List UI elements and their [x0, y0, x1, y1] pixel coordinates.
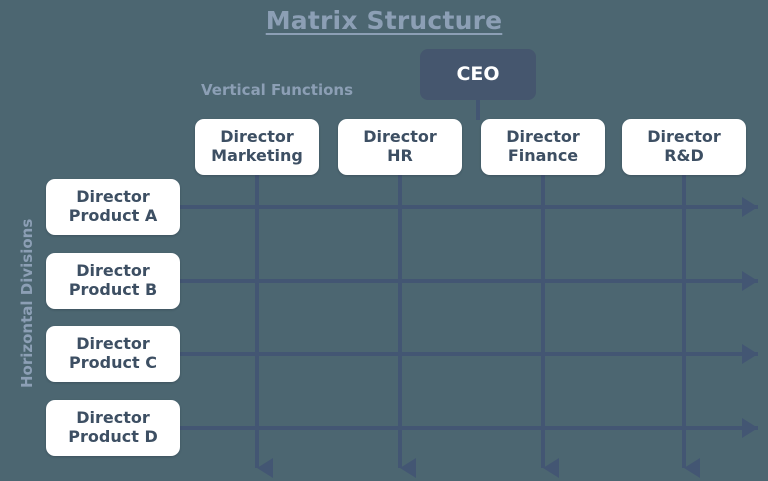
node-ceo-label: CEO: [456, 63, 500, 86]
node-division-label-line1: Director: [76, 334, 150, 354]
node-ceo[interactable]: CEO: [420, 49, 536, 100]
horizontal-division-lines: [180, 197, 758, 438]
node-division-label-line2: Product A: [68, 206, 158, 225]
node-division-label-line2: Product C: [69, 353, 157, 372]
node-function-label-line2: Finance: [507, 146, 579, 165]
node-division-label-line1: Director: [76, 408, 150, 428]
node-division-label-line2: Product D: [68, 427, 158, 446]
node-function-label-line2: HR: [387, 146, 413, 165]
node-division-label-line1: Director: [76, 261, 150, 281]
node-function-label-line1: Director: [363, 127, 437, 147]
node-division-label-line1: Director: [76, 187, 150, 207]
node-function-label-line1: Director: [220, 127, 294, 147]
node-function-label-line2: Marketing: [211, 146, 303, 165]
node-division-label-line2: Product B: [68, 280, 158, 299]
node-function-label-line1: Director: [506, 127, 580, 147]
node-function-label-line2: R&D: [664, 146, 704, 165]
page-title: Matrix Structure: [265, 6, 503, 35]
vertical-function-lines: [255, 175, 700, 478]
node-function-label-line1: Director: [647, 127, 721, 147]
caption-vertical-functions: Vertical Functions: [201, 81, 354, 99]
